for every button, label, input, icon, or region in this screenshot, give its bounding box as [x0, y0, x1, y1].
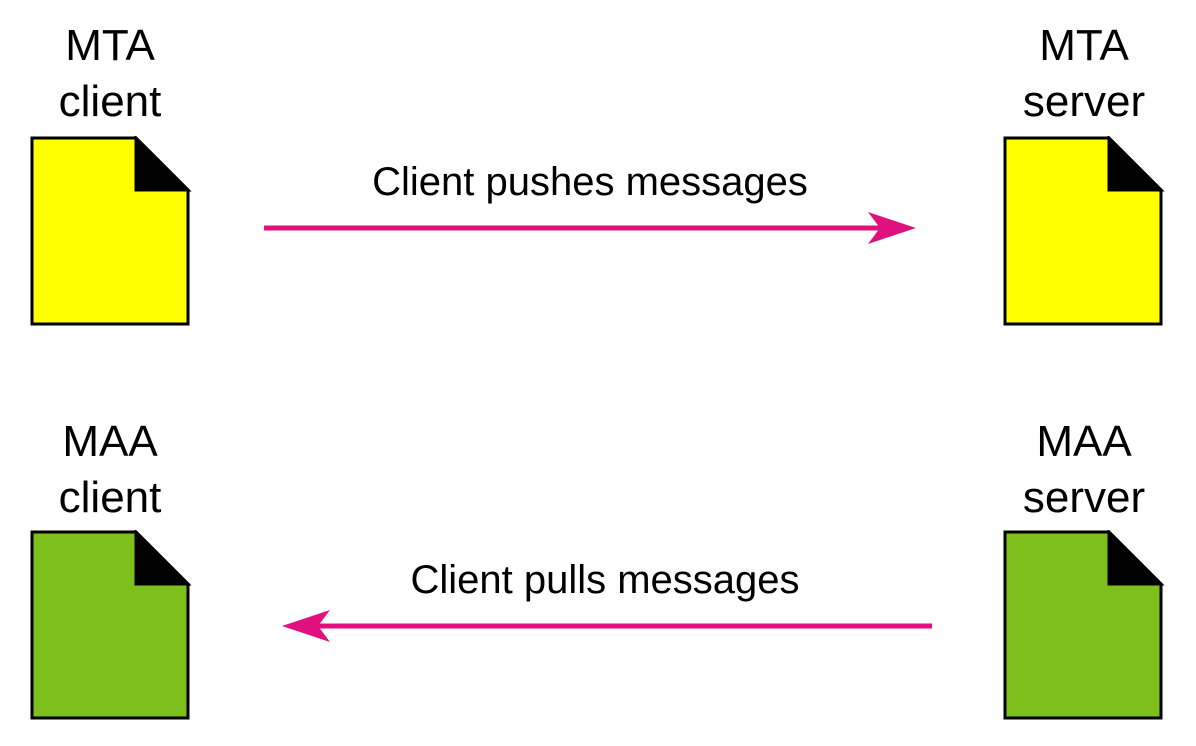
mta-client-label-line1: MTA: [65, 21, 155, 70]
pull-arrow: [282, 610, 932, 642]
maa-client-label-line1: MAA: [62, 417, 158, 466]
mta-client-document-icon: [30, 136, 192, 328]
maa-client-document-icon: [30, 530, 192, 722]
mta-client-label-line2: client: [58, 77, 162, 126]
push-arrow: [264, 212, 916, 244]
mta-server-label: MTA server: [984, 18, 1184, 130]
maa-server-label-line1: MAA: [1036, 417, 1132, 466]
maa-client-label: MAA client: [10, 414, 210, 526]
maa-server-label-line2: server: [1022, 473, 1146, 522]
mta-server-document-icon: [1003, 136, 1165, 328]
mta-server-label-line1: MTA: [1039, 21, 1129, 70]
pull-arrow-label: Client pulls messages: [410, 558, 800, 602]
mta-client-label: MTA client: [10, 18, 210, 130]
maa-server-label: MAA server: [984, 414, 1184, 526]
push-arrow-label: Client pushes messages: [372, 160, 808, 204]
maa-client-label-line2: client: [58, 473, 162, 522]
maa-server-document-icon: [1003, 530, 1165, 722]
mta-server-label-line2: server: [1022, 77, 1146, 126]
